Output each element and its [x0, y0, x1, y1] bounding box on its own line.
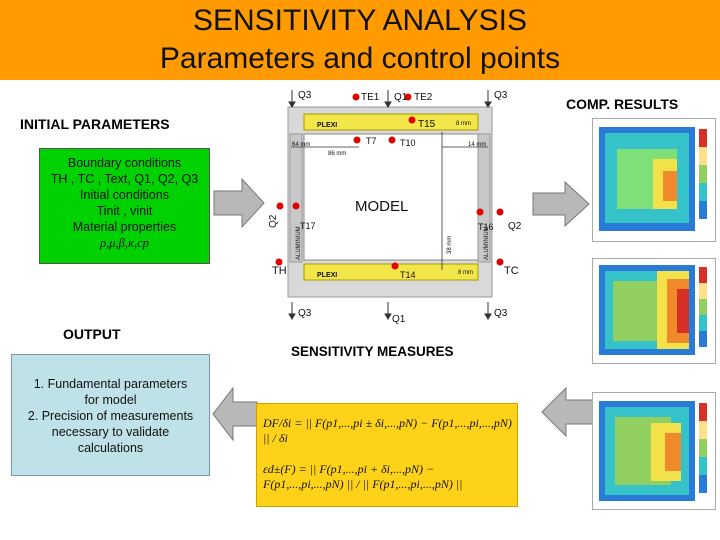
q2-right: Q2	[508, 221, 522, 232]
material-properties-values: ρ,μ,β,κ,cp	[100, 236, 149, 250]
boundary-conditions-label: Boundary conditions	[67, 156, 182, 170]
th-label: TH	[272, 265, 287, 277]
t15-label: T15	[418, 119, 436, 130]
output-item-2-cont2: calculations	[77, 441, 144, 455]
q-bottom-right: Q3	[494, 308, 508, 319]
q2-left: Q2	[268, 214, 279, 228]
output-item-1-cont: for model	[84, 393, 137, 407]
q-top-right: Q3	[494, 90, 508, 101]
sensitivity-measures-heading: SENSITIVITY MEASURES	[291, 344, 454, 359]
result-heatmap-3	[599, 401, 707, 501]
output-item-1: 1. Fundamental parameters	[33, 377, 188, 391]
output-heading: OUTPUT	[63, 326, 121, 342]
dim-14: 14 mm	[468, 142, 486, 148]
initial-conditions-label: Initial conditions	[80, 188, 169, 202]
left-arrow-icon	[212, 386, 258, 442]
aluminium-right-label: ALUMINIUM	[484, 226, 490, 260]
t16-label: T16	[478, 222, 494, 232]
initial-conditions-values: Tinit , vinit	[96, 204, 153, 218]
q-bottom-center: Q1	[392, 314, 406, 325]
plexi-top	[303, 113, 479, 131]
dim-8-top: 8 mm	[456, 121, 471, 127]
initial-parameters-box: Boundary conditions TH , TC , Text, Q1, …	[39, 148, 210, 264]
dim-64: 64 mm	[292, 142, 310, 148]
aluminium-left-label: ALUMINIUM	[296, 226, 302, 260]
material-properties-label: Material properties	[72, 220, 177, 234]
boundary-conditions-values: TH , TC , Text, Q1, Q2, Q3	[50, 172, 199, 186]
plexi-bottom	[303, 263, 479, 281]
comp-results-heading: COMP. RESULTS	[566, 96, 679, 112]
result-panel-1	[592, 118, 716, 242]
model-label: MODEL	[355, 198, 409, 215]
t-e2-label: TE2	[414, 92, 433, 103]
result-heatmap-2	[599, 265, 707, 355]
plexi-bottom-label: PLEXI	[317, 272, 337, 279]
dim-38: 38 mm	[447, 236, 453, 254]
left-arrow-icon	[541, 386, 595, 438]
q-bottom-left: Q3	[298, 308, 312, 319]
cavity	[303, 133, 479, 261]
formula-line-1: DF/δi = || F(p1,...,pi ± δi,...,pN) − F(…	[263, 416, 512, 445]
model-diagram: Q3 Q1 Q3 TE1 TE2 PLEXI PLEXI T15 T7 T10 …	[268, 90, 522, 325]
q-top-center: Q1	[394, 92, 408, 103]
title-bar	[0, 0, 720, 80]
t7-label: T7	[366, 136, 377, 146]
aluminium-right	[477, 133, 491, 263]
t17-label: T17	[300, 221, 316, 231]
page-subtitle: Parameters and control points	[159, 42, 561, 75]
output-item-2-cont: necessary to validate	[51, 425, 170, 439]
right-arrow-icon	[213, 177, 265, 229]
formula-line-2: εd±(F) = || F(p1,...,pi + δi,...,pN) − F…	[263, 462, 463, 491]
t14-label: T14	[400, 270, 416, 280]
dim-86: 86 mm	[328, 151, 346, 157]
result-panel-2	[592, 258, 716, 364]
aluminium-left	[289, 133, 303, 263]
t10-label: T10	[400, 138, 416, 148]
formula-box: DF/δi = || F(p1,...,pi ± δi,...,pN) − F(…	[256, 403, 518, 507]
result-heatmap-1	[599, 127, 707, 231]
q-top-left: Q3	[298, 90, 312, 101]
result-panel-3	[592, 392, 716, 510]
t-e1-label: TE1	[361, 92, 380, 103]
right-arrow-icon	[532, 180, 590, 228]
tc-label: TC	[504, 265, 519, 277]
dim-8-bottom: 8 mm	[458, 270, 473, 276]
output-item-2: 2. Precision of measurements	[27, 409, 194, 423]
output-box: 1. Fundamental parameters for model 2. P…	[11, 354, 210, 476]
initial-parameters-heading: INITIAL PARAMETERS	[20, 116, 170, 132]
plexi-top-label: PLEXI	[317, 122, 337, 129]
page-title: SENSITIVITY ANALYSIS	[192, 4, 527, 37]
